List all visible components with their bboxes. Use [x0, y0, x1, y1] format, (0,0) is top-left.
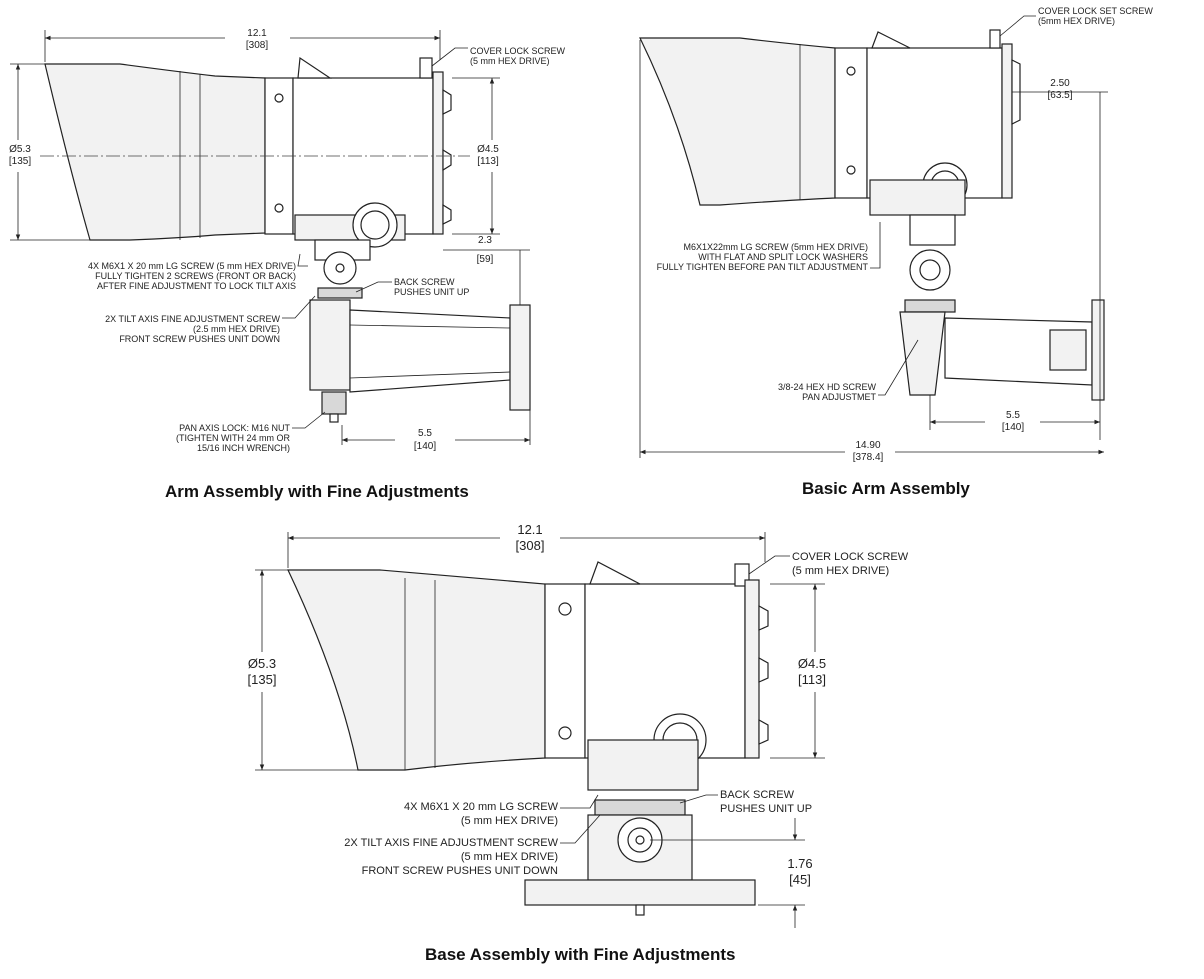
- dim-arm-length-mm: [140]: [414, 441, 436, 452]
- callout-screw-note: 4X M6X1 X 20 mm LG SCREW (5 mm HEX DRIVE…: [88, 261, 296, 271]
- callout-tilt-note-2: (2.5 mm HEX DRIVE): [193, 324, 280, 334]
- callout-basic-cover-lock-2: (5mm HEX DRIVE): [1038, 16, 1115, 26]
- caption-basic-arm: Basic Arm Assembly: [802, 479, 970, 498]
- dim-basic-offset-mm: [63.5]: [1047, 90, 1072, 101]
- camera-housing-base: [287, 561, 769, 916]
- dim-diameter: Ø5.3: [9, 144, 31, 155]
- view-arm-fine: 12.1 [308] Ø5.3 [135] Ø4.5 [113] 2.3 [59…: [9, 28, 566, 453]
- dim-base-diameter: Ø5.3: [248, 656, 276, 671]
- callout-base-tilt: 2X TILT AXIS FINE ADJUSTMENT SCREW: [344, 837, 558, 849]
- dim-length: 12.1: [247, 28, 267, 39]
- dimensions-fine-arm: 12.1 [308] Ø5.3 [135] Ø4.5 [113] 2.3 [59…: [9, 28, 531, 452]
- dim-basic-arm-mm: [140]: [1002, 422, 1024, 433]
- dim-base-body: Ø4.5: [798, 656, 826, 671]
- callout-cover-lock: COVER LOCK SCREW: [470, 46, 566, 56]
- dim-basic-total: 14.90: [855, 440, 880, 451]
- callout-tilt-note: 2X TILT AXIS FINE ADJUSTMENT SCREW: [105, 314, 280, 324]
- callout-base-tilt-3: FRONT SCREW PUSHES UNIT DOWN: [362, 865, 558, 877]
- dim-basic-offset: 2.50: [1050, 78, 1070, 89]
- callout-base-screw: 4X M6X1 X 20 mm LG SCREW: [404, 801, 559, 813]
- view-base: 12.1 [308] Ø5.3 [135] Ø4.5 [113] 1.76 [4…: [248, 522, 909, 928]
- callouts-base: COVER LOCK SCREW (5 mm HEX DRIVE) 4X M6X…: [344, 551, 908, 877]
- callout-basic-screw: M6X1X22mm LG SCREW (5mm HEX DRIVE): [683, 242, 868, 252]
- dim-base-diameter-mm: [135]: [248, 672, 277, 687]
- callout-base-tilt-2: (5 mm HEX DRIVE): [461, 851, 558, 863]
- dim-basic-arm: 5.5: [1006, 410, 1020, 421]
- callouts-fine-arm: COVER LOCK SCREW (5 mm HEX DRIVE) 4X M6X…: [88, 46, 566, 453]
- tilt-mount: [294, 202, 531, 423]
- caption-fine-arm: Arm Assembly with Fine Adjustments: [165, 482, 469, 501]
- callout-basic-screw-2: WITH FLAT AND SPLIT LOCK WASHERS: [698, 252, 868, 262]
- callout-screw-note-2: FULLY TIGHTEN 2 SCREWS (FRONT OR BACK): [95, 271, 296, 281]
- callout-hd-screw-2: PAN ADJUSTMET: [802, 392, 876, 402]
- callout-hd-screw: 3/8-24 HEX HD SCREW: [778, 382, 877, 392]
- dim-body-diameter: Ø4.5: [477, 144, 499, 155]
- callout-base-back-screw-2: PUSHES UNIT UP: [720, 803, 812, 815]
- callout-back-screw-2: PUSHES UNIT UP: [394, 287, 469, 297]
- callout-cover-lock-drive: (5 mm HEX DRIVE): [470, 56, 550, 66]
- callout-base-cover-lock-2: (5 mm HEX DRIVE): [792, 565, 889, 577]
- dim-offset-mm: [59]: [477, 254, 494, 265]
- dim-base-height-mm: [45]: [789, 872, 811, 887]
- callout-back-screw: BACK SCREW: [394, 277, 455, 287]
- camera-housing: [40, 56, 470, 241]
- dimensions-base: 12.1 [308] Ø5.3 [135] Ø4.5 [113] 1.76 [4…: [248, 522, 826, 928]
- view-basic-arm: 2.50 [63.5] 5.5 [140] 14.90 [378.4] COVE…: [639, 6, 1154, 463]
- callout-pan-lock-3: 15/16 INCH WRENCH): [197, 443, 290, 453]
- callout-pan-lock: PAN AXIS LOCK: M16 NUT: [179, 423, 290, 433]
- callout-base-back-screw: BACK SCREW: [720, 789, 795, 801]
- camera-housing-basic: [639, 29, 1105, 401]
- dim-base-height: 1.76: [787, 856, 812, 871]
- dim-basic-total-mm: [378.4]: [853, 452, 884, 463]
- dim-arm-length: 5.5: [418, 428, 432, 439]
- callout-base-cover-lock: COVER LOCK SCREW: [792, 551, 909, 563]
- callout-pan-lock-2: (TIGHTEN WITH 24 mm OR: [176, 433, 290, 443]
- dim-offset: 2.3: [478, 235, 492, 246]
- dim-diameter-mm: [135]: [9, 156, 31, 167]
- callout-tilt-note-3: FRONT SCREW PUSHES UNIT DOWN: [119, 334, 280, 344]
- callout-basic-screw-3: FULLY TIGHTEN BEFORE PAN TILT ADJUSTMENT: [657, 262, 869, 272]
- callouts-basic-arm: COVER LOCK SET SCREW (5mm HEX DRIVE) M6X…: [657, 6, 1154, 402]
- callout-screw-note-3: AFTER FINE ADJUSTMENT TO LOCK TILT AXIS: [97, 281, 296, 291]
- callout-base-screw-2: (5 mm HEX DRIVE): [461, 815, 558, 827]
- dim-base-length: 12.1: [517, 522, 542, 537]
- caption-base: Base Assembly with Fine Adjustments: [425, 945, 736, 964]
- dimensions-basic-arm: 2.50 [63.5] 5.5 [140] 14.90 [378.4]: [639, 40, 1108, 463]
- dim-length-mm: [308]: [246, 40, 268, 51]
- callout-basic-cover-lock: COVER LOCK SET SCREW: [1038, 6, 1153, 16]
- dim-body-diameter-mm: [113]: [477, 156, 499, 167]
- dim-base-length-mm: [308]: [516, 538, 545, 553]
- dim-base-body-mm: [113]: [798, 672, 826, 687]
